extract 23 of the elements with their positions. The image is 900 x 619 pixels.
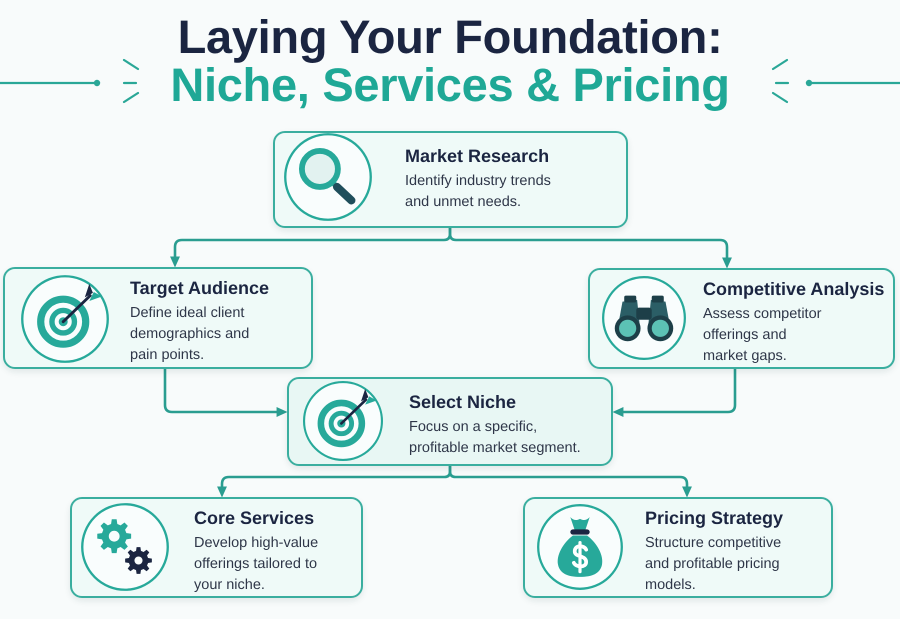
box-description: Assess competitor offerings and market gaps. xyxy=(703,305,822,366)
box-description: Develop high-value offerings tailored to your niche. xyxy=(194,534,320,595)
arrow xyxy=(448,228,732,269)
box-description: Structure competitive and profitable pricing models. xyxy=(645,534,782,595)
box-heading: Target Audience xyxy=(130,277,270,299)
arrow xyxy=(164,369,288,417)
box-heading: Select Niche xyxy=(409,391,518,413)
process-box xyxy=(273,131,628,228)
process-box xyxy=(588,268,895,369)
box-heading: Core Services xyxy=(194,507,316,529)
process-box xyxy=(3,267,313,369)
title: Laying Your Foundation: Niche, Services & Pricing xyxy=(169,13,731,109)
box-description: Define ideal client demographics and pain points. xyxy=(130,304,250,365)
process-box xyxy=(70,497,363,598)
box-heading: Market Research xyxy=(405,145,550,167)
box-description: Focus on a specific, profitable market segment. xyxy=(409,418,582,458)
box-heading: Pricing Strategy xyxy=(645,507,784,529)
arrow xyxy=(612,369,736,417)
process-box xyxy=(523,497,833,598)
arrow xyxy=(448,466,692,498)
process-box xyxy=(287,377,613,466)
box-description: Identify industry trends and unmet needs. xyxy=(405,172,552,212)
box-heading: Competitive Analysis xyxy=(703,278,886,300)
